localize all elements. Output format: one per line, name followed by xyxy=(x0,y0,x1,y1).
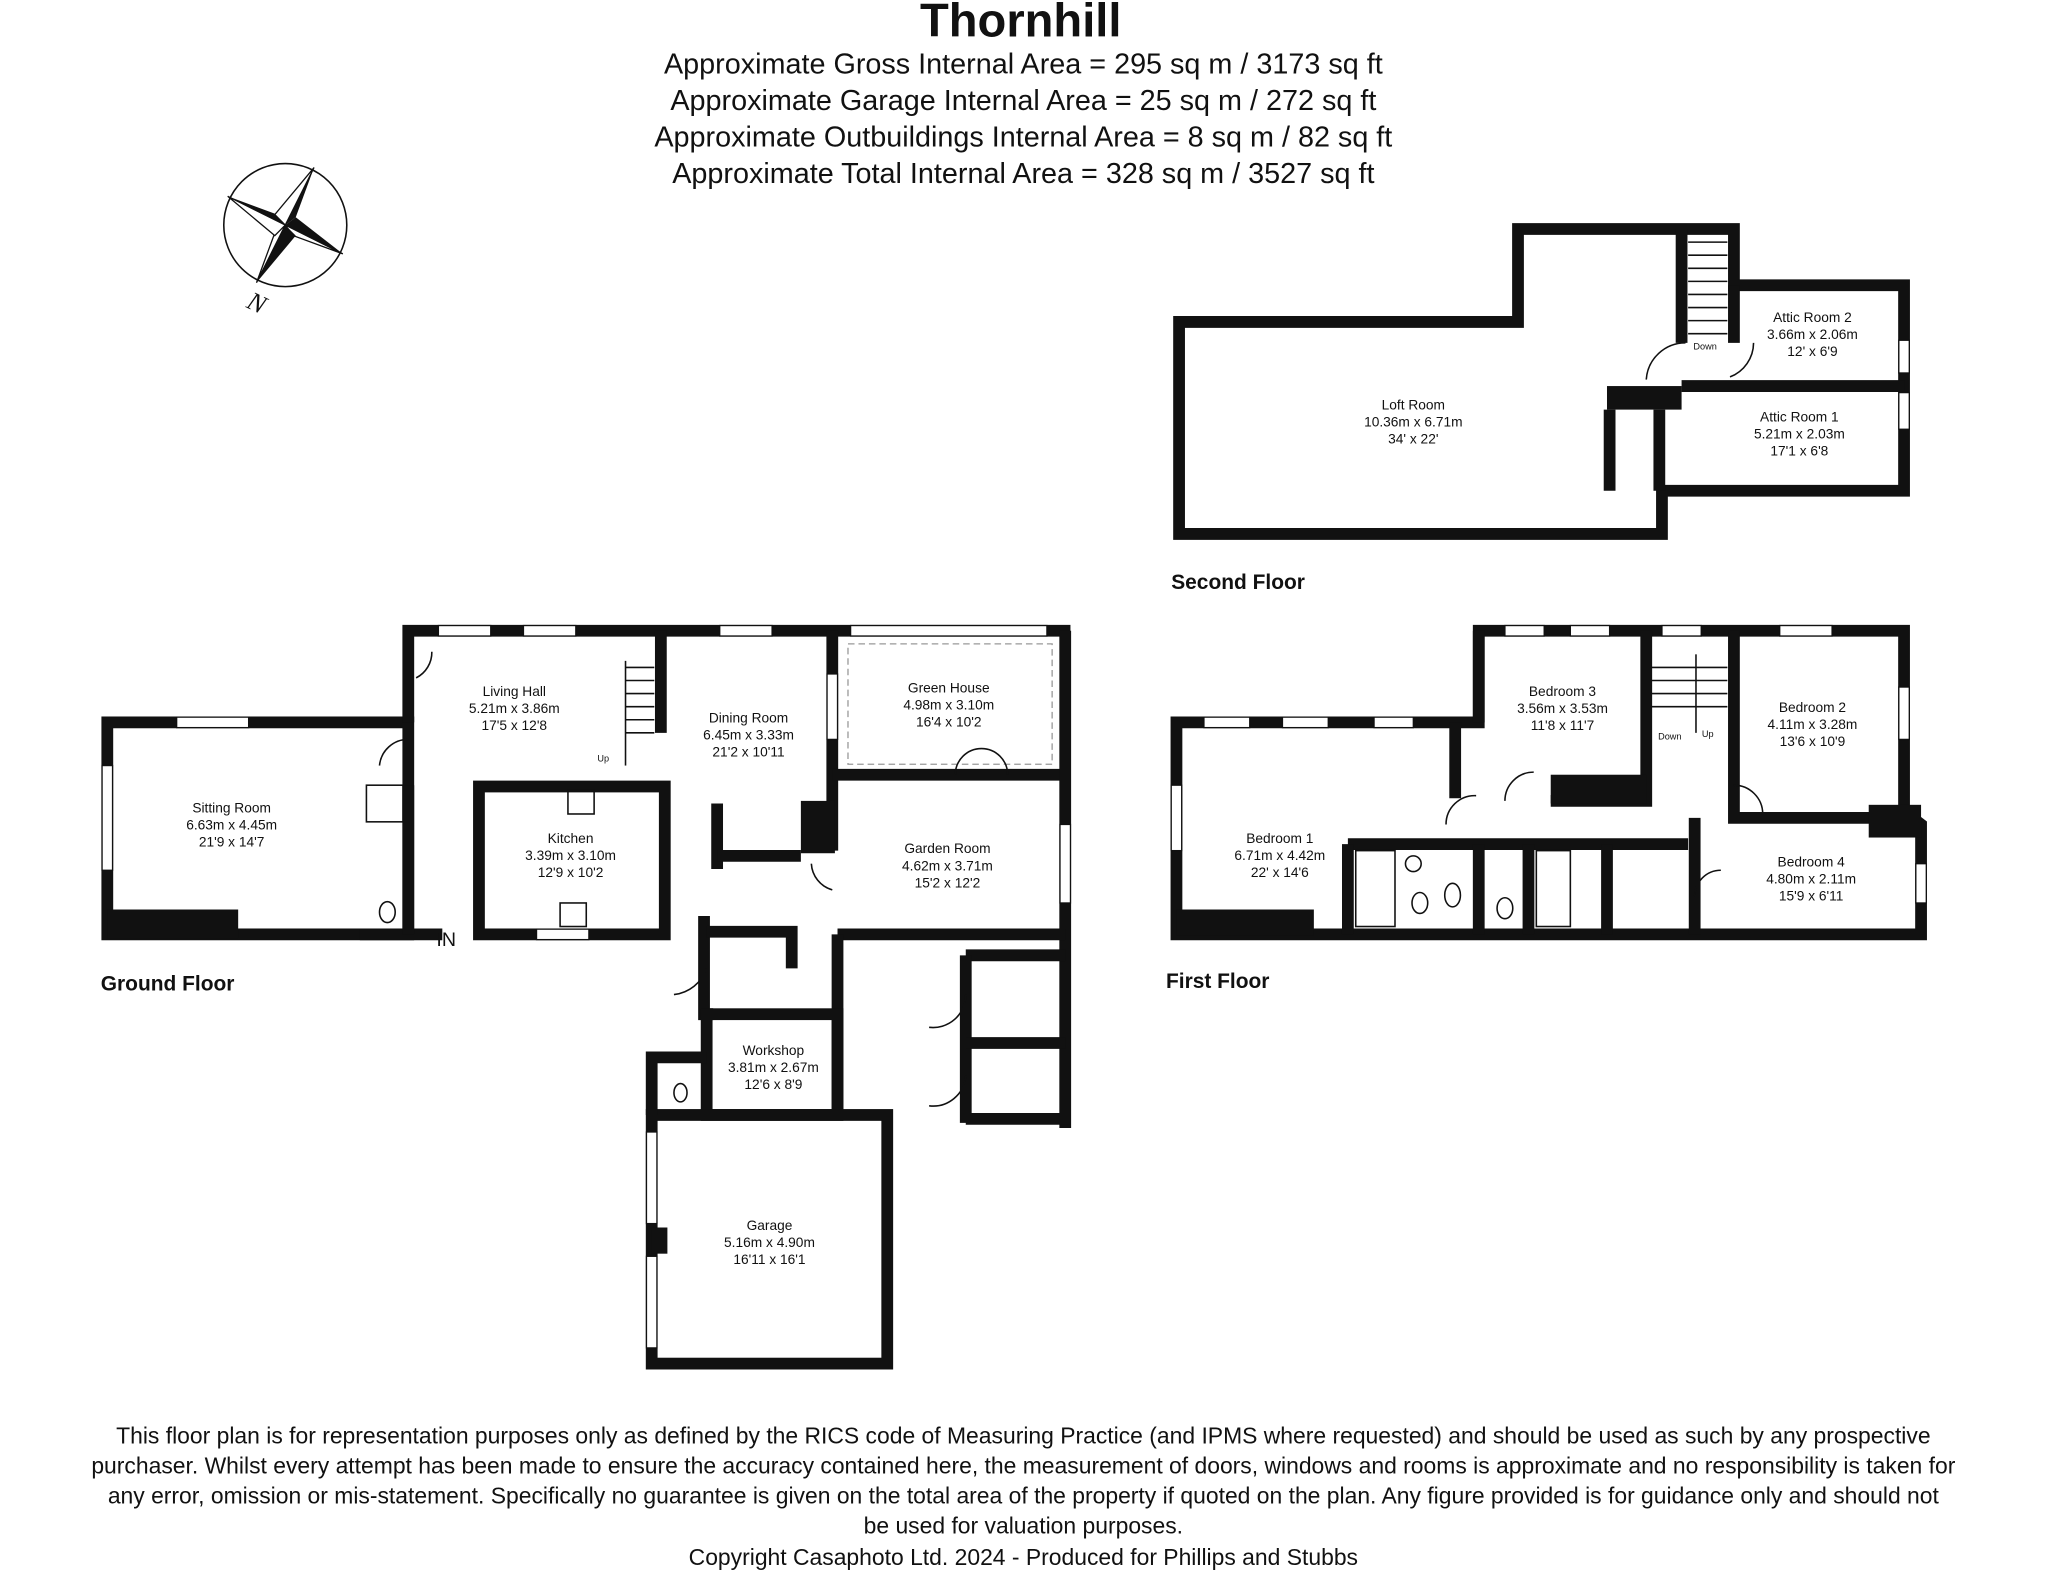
svg-text:3.81m x 2.67m: 3.81m x 2.67m xyxy=(728,1060,819,1075)
svg-text:3.56m x 3.53m: 3.56m x 3.53m xyxy=(1517,701,1608,716)
svg-text:12'9 x 10'2: 12'9 x 10'2 xyxy=(538,865,604,880)
svg-text:6.71m x 4.42m: 6.71m x 4.42m xyxy=(1234,848,1325,863)
svg-text:17'5 x 12'8: 17'5 x 12'8 xyxy=(482,718,548,733)
room-bedroom-2: Bedroom 2 4.11m x 3.28m 13'6 x 10'9 xyxy=(1768,700,1858,749)
room-bedroom-4: Bedroom 4 4.80m x 2.11m 15'9 x 6'11 xyxy=(1766,854,1856,903)
room-loft-room: Loft Room 10.36m x 6.71m 34' x 22' xyxy=(1364,398,1462,447)
svg-text:21'2 x 10'11: 21'2 x 10'11 xyxy=(712,744,784,759)
copyright: Copyright Casaphoto Ltd. 2024 - Produced… xyxy=(689,1544,1358,1570)
outbuildings-area: Approximate Outbuildings Internal Area =… xyxy=(654,122,1392,154)
svg-text:Attic Room 1: Attic Room 1 xyxy=(1760,409,1839,424)
first-floor-label: First Floor xyxy=(1166,970,1269,993)
svg-text:17'1 x 6'8: 17'1 x 6'8 xyxy=(1770,443,1828,458)
room-attic-room-1: Attic Room 1 5.21m x 2.03m 17'1 x 6'8 xyxy=(1754,409,1845,458)
svg-text:any error, omission or mis-sta: any error, omission or mis-statement. Sp… xyxy=(108,1483,1940,1509)
svg-text:6.63m x 4.45m: 6.63m x 4.45m xyxy=(186,818,277,833)
first-floor-plan: Down Up Bedroom 1 6.71m x 4.42m 22' x 14… xyxy=(1166,624,1927,993)
svg-text:5.21m x 3.86m: 5.21m x 3.86m xyxy=(469,701,560,716)
svg-text:6.45m x 3.33m: 6.45m x 3.33m xyxy=(703,727,794,742)
svg-text:15'9 x 6'11: 15'9 x 6'11 xyxy=(1779,888,1844,903)
svg-text:13'6 x 10'9: 13'6 x 10'9 xyxy=(1780,734,1846,749)
room-dining-room: Dining Room 6.45m x 3.33m 21'2 x 10'11 xyxy=(703,710,794,759)
svg-text:16'11 x 16'1: 16'11 x 16'1 xyxy=(733,1252,805,1267)
room-workshop: Workshop 3.81m x 2.67m 12'6 x 8'9 xyxy=(728,1043,819,1092)
svg-text:4.62m x 3.71m: 4.62m x 3.71m xyxy=(902,858,993,873)
room-garden-room: Garden Room 4.62m x 3.71m 15'2 x 12'2 xyxy=(902,841,993,890)
svg-text:12' x 6'9: 12' x 6'9 xyxy=(1787,344,1837,359)
room-living-hall: Living Hall 5.21m x 3.86m 17'5 x 12'8 xyxy=(469,684,560,733)
second-floor-label: Second Floor xyxy=(1171,571,1305,594)
svg-text:Bedroom 2: Bedroom 2 xyxy=(1779,700,1846,715)
svg-text:15'2 x 12'2: 15'2 x 12'2 xyxy=(915,875,981,890)
ground-floor-label: Ground Floor xyxy=(101,973,235,996)
room-green-house: Green House 4.98m x 3.10m 16'4 x 10'2 xyxy=(903,680,994,729)
svg-text:4.98m x 3.10m: 4.98m x 3.10m xyxy=(903,697,994,712)
svg-text:4.80m x 2.11m: 4.80m x 2.11m xyxy=(1766,871,1856,886)
svg-text:Green House: Green House xyxy=(908,680,990,695)
svg-text:This floor plan is for represe: This floor plan is for representation pu… xyxy=(116,1422,1930,1448)
svg-text:4.11m x 3.28m: 4.11m x 3.28m xyxy=(1768,717,1858,732)
room-attic-room-2: Attic Room 2 3.66m x 2.06m 12' x 6'9 xyxy=(1767,310,1858,359)
room-bedroom-1: Bedroom 1 6.71m x 4.42m 22' x 14'6 xyxy=(1234,831,1325,880)
svg-text:5.21m x 2.03m: 5.21m x 2.03m xyxy=(1754,426,1845,441)
svg-text:purchaser. Whilst every attemp: purchaser. Whilst every attempt has been… xyxy=(91,1453,1955,1479)
svg-text:34' x 22': 34' x 22' xyxy=(1388,432,1438,447)
svg-text:3.39m x 3.10m: 3.39m x 3.10m xyxy=(525,848,616,863)
property-title: Thornhill xyxy=(920,0,1121,47)
total-area: Approximate Total Internal Area = 328 sq… xyxy=(672,158,1374,190)
svg-text:10.36m x 6.71m: 10.36m x 6.71m xyxy=(1364,415,1462,430)
compass-rose-icon: N xyxy=(222,162,348,321)
room-kitchen: Kitchen 3.39m x 3.10m 12'9 x 10'2 xyxy=(525,831,616,880)
stairs-down-label: Down xyxy=(1693,341,1716,351)
svg-text:16'4 x 10'2: 16'4 x 10'2 xyxy=(916,714,982,729)
stairs-up-label: Up xyxy=(597,754,609,764)
svg-text:Bedroom 1: Bedroom 1 xyxy=(1246,831,1313,846)
svg-text:Dining Room: Dining Room xyxy=(709,710,788,725)
north-label: N xyxy=(242,286,272,321)
svg-text:Sitting Room: Sitting Room xyxy=(192,801,271,816)
room-bedroom-3: Bedroom 3 3.56m x 3.53m 11'8 x 11'7 xyxy=(1517,684,1608,733)
svg-text:Kitchen: Kitchen xyxy=(548,831,594,846)
second-floor-plan: Down Loft Room 10.36m x 6.71m 34' x 22' … xyxy=(1171,223,1910,594)
room-garage: Garage 5.16m x 4.90m 16'11 x 16'1 xyxy=(724,1218,815,1267)
garage-area: Approximate Garage Internal Area = 25 sq… xyxy=(670,85,1376,117)
svg-text:22' x 14'6: 22' x 14'6 xyxy=(1251,865,1309,880)
svg-text:12'6 x 8'9: 12'6 x 8'9 xyxy=(744,1077,802,1092)
svg-text:Workshop: Workshop xyxy=(743,1043,805,1058)
ground-floor-plan: Up IN Sitting Room 6.63m x 4.45m 21'9 x … xyxy=(101,624,1072,1370)
svg-text:5.16m x 4.90m: 5.16m x 4.90m xyxy=(724,1235,815,1250)
svg-text:11'8 x 11'7: 11'8 x 11'7 xyxy=(1531,718,1595,733)
svg-text:Garden Room: Garden Room xyxy=(904,841,990,856)
svg-text:be used for valuation purposes: be used for valuation purposes. xyxy=(864,1513,1183,1539)
gross-area: Approximate Gross Internal Area = 295 sq… xyxy=(664,48,1383,80)
stairs-up-label: Up xyxy=(1702,729,1714,739)
svg-text:Garage: Garage xyxy=(747,1218,793,1233)
room-sitting-room: Sitting Room 6.63m x 4.45m 21'9 x 14'7 xyxy=(186,801,277,850)
entrance-label: IN xyxy=(436,929,456,951)
svg-text:Bedroom 3: Bedroom 3 xyxy=(1529,684,1597,699)
svg-text:Loft Room: Loft Room xyxy=(1382,398,1445,413)
svg-text:Attic Room 2: Attic Room 2 xyxy=(1773,310,1852,325)
svg-text:21'9 x 14'7: 21'9 x 14'7 xyxy=(199,835,265,850)
svg-text:Living Hall: Living Hall xyxy=(483,684,546,699)
svg-text:3.66m x 2.06m: 3.66m x 2.06m xyxy=(1767,327,1858,342)
disclaimer: This floor plan is for representation pu… xyxy=(91,1422,1955,1538)
svg-text:Bedroom 4: Bedroom 4 xyxy=(1778,854,1846,869)
stairs-down-label: Down xyxy=(1658,731,1681,741)
